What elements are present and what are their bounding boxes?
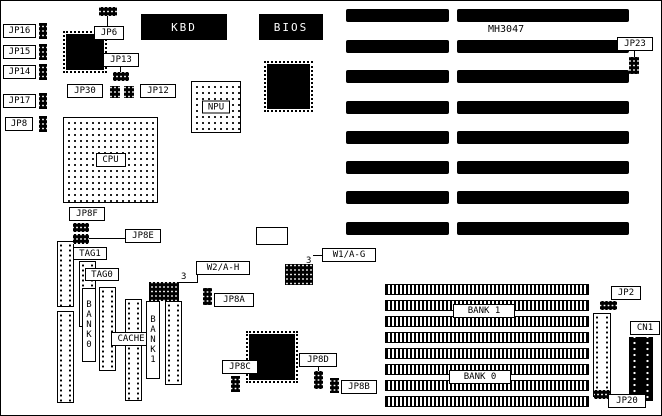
isa-slot-5-long <box>457 131 629 144</box>
bios-chip-label: BIOS <box>273 20 309 34</box>
w1-pin3-text: 3 <box>306 256 312 266</box>
isa-slot-6-short <box>346 161 449 174</box>
jp17-label: JP17 <box>3 94 36 108</box>
tag1-sram-socket <box>57 241 74 307</box>
jp8d-jumper <box>314 371 323 389</box>
jp13-leader-line <box>120 67 121 72</box>
npu-socket: NPU <box>191 81 241 133</box>
bank1-simm-label: BANK 1 <box>453 304 515 318</box>
w2-label: W2/A-H <box>196 261 250 275</box>
jp6-label: JP6 <box>94 26 124 40</box>
jp8b-label: JP8B <box>341 380 377 394</box>
isa-slot-6-long <box>457 161 629 174</box>
kbd-chip-label: KBD <box>171 20 197 34</box>
isa-slot-1-short <box>346 9 449 22</box>
jp16-jumper <box>39 23 47 39</box>
bank0-sram-socket-b <box>99 287 116 371</box>
jp23-label: JP23 <box>617 37 653 51</box>
jp16-label: JP16 <box>3 24 36 38</box>
jp20-label: JP20 <box>608 394 646 408</box>
isa-slot-8-long <box>457 222 629 235</box>
npu-label: NPU <box>202 100 230 114</box>
jp13-label: JP13 <box>103 53 139 67</box>
jp8d-label: JP8D <box>299 353 337 367</box>
simm-socket-4 <box>385 332 589 343</box>
jp8c-jumper <box>231 376 240 392</box>
w2-leader-line-h <box>179 282 198 283</box>
jp8-jumper <box>39 116 47 132</box>
jp30-jumper <box>110 86 120 98</box>
bank0-column-label: BANK0 <box>82 288 96 362</box>
jp6-jumper <box>99 7 117 16</box>
w2-leader-line-v <box>197 275 198 283</box>
cn1-connector <box>629 337 653 401</box>
jp8e-label: JP8E <box>125 229 161 243</box>
jp8a-jumper <box>203 288 212 305</box>
chipset-chip <box>264 61 313 112</box>
isa-slot-4-long <box>457 101 629 114</box>
w1-label: W1/A-G <box>322 248 376 262</box>
jp8e-leader-line <box>89 238 125 239</box>
kbd-chip: KBD <box>141 14 227 40</box>
oscillator-component <box>256 227 288 245</box>
jp2-label: JP2 <box>611 286 641 300</box>
cn1-label: CN1 <box>630 321 660 335</box>
jp15-label: JP15 <box>3 45 36 59</box>
jp6-leader-line <box>107 16 108 26</box>
bank0-sram-socket-a <box>57 311 74 403</box>
isa-slot-2-short <box>346 40 449 53</box>
jp8c-label: JP8C <box>222 360 258 374</box>
tag1-label: TAG1 <box>73 247 107 260</box>
jp2-jumper <box>600 301 617 310</box>
w2-jumper-block <box>149 282 179 301</box>
w1-leader-line <box>313 255 322 256</box>
isa-slot-7-long <box>457 191 629 204</box>
jp8e-jumper <box>73 234 89 244</box>
bank0-simm-label: BANK 0 <box>449 370 511 384</box>
right-dip-socket <box>593 313 611 397</box>
jp8d-leader-line <box>318 367 319 371</box>
board-model-text: MH3047 <box>488 24 525 35</box>
isa-slot-3-short <box>346 70 449 83</box>
isa-slot-5-short <box>346 131 449 144</box>
jp15-jumper <box>39 44 47 60</box>
isa-slot-2-long <box>457 40 629 53</box>
simm-socket-1 <box>385 284 589 295</box>
jp20-jumper <box>594 390 610 399</box>
tag0-label: TAG0 <box>85 268 119 281</box>
jp17-jumper <box>39 93 47 109</box>
bank1-column-label: BANK1 <box>146 301 160 379</box>
cpu-socket: CPU <box>63 117 158 203</box>
jp12-label: JP12 <box>140 84 176 98</box>
jp8-label: JP8 <box>5 117 33 131</box>
cache-label: CACHE <box>111 332 151 346</box>
bank1-sram-socket-a <box>125 299 142 401</box>
simm-socket-5 <box>385 348 589 359</box>
cpu-label: CPU <box>95 153 126 167</box>
jp8f-jumper <box>73 223 89 232</box>
w1-jumper-block <box>285 264 313 285</box>
bank1-sram-socket-b <box>165 301 182 385</box>
bios-chip: BIOS <box>259 14 323 40</box>
isa-slot-4-short <box>346 101 449 114</box>
jp14-label: JP14 <box>3 65 36 79</box>
simm-socket-8 <box>385 396 589 407</box>
jp8f-label: JP8F <box>69 207 105 221</box>
w2-pin3-text: 3 <box>181 272 187 282</box>
io-controller-chip <box>246 331 298 383</box>
jp12-jumper <box>124 86 134 98</box>
jp23-leader-line <box>634 51 635 57</box>
isa-slot-8-short <box>346 222 449 235</box>
jp14-jumper <box>39 64 47 80</box>
isa-slot-7-short <box>346 191 449 204</box>
jp13-jumper <box>113 72 129 81</box>
jp30-label: JP30 <box>67 84 103 98</box>
isa-slot-1-long <box>457 9 629 22</box>
jp23-jumper <box>629 57 639 74</box>
jp8b-jumper <box>330 378 339 393</box>
keyboard-controller-chip <box>63 31 107 73</box>
jp8a-label: JP8A <box>214 293 254 307</box>
isa-slot-3-long <box>457 70 629 83</box>
